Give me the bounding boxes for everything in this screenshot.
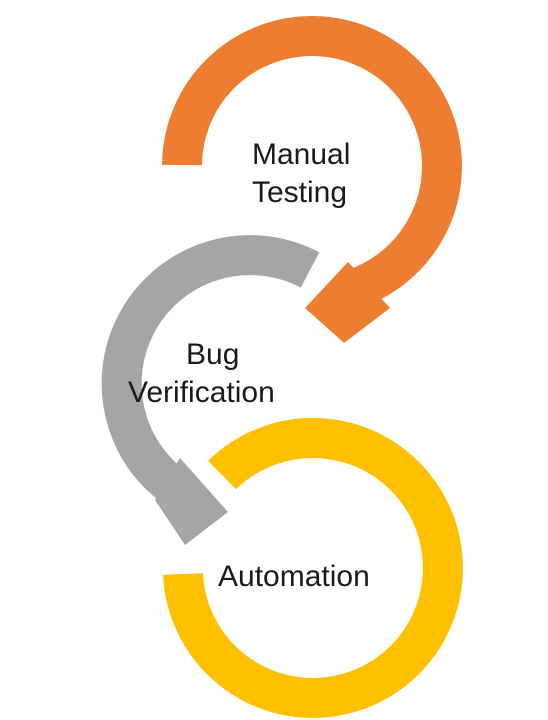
automation-label-line1: Automation	[218, 560, 370, 593]
automation-label: Automation	[218, 558, 370, 596]
bug-verification-arrowhead	[155, 458, 228, 545]
bug-verification-arc	[101, 235, 320, 515]
bug-verification-label-line1: Bug	[186, 338, 240, 371]
bug-verification-arrow	[101, 235, 320, 545]
manual-testing-label-line2: Testing	[252, 176, 348, 209]
bug-verification-label: Bug Verification	[128, 336, 275, 412]
manual-testing-label-line1: Manual	[252, 138, 351, 171]
manual-testing-arrowhead	[305, 262, 390, 343]
automation-arc	[163, 418, 463, 718]
automation-ring	[163, 418, 463, 718]
manual-testing-arrow	[162, 16, 462, 343]
bug-verification-label-line2: Verification	[128, 376, 275, 409]
manual-testing-arc	[162, 16, 462, 308]
manual-testing-label: Manual Testing	[252, 136, 350, 212]
